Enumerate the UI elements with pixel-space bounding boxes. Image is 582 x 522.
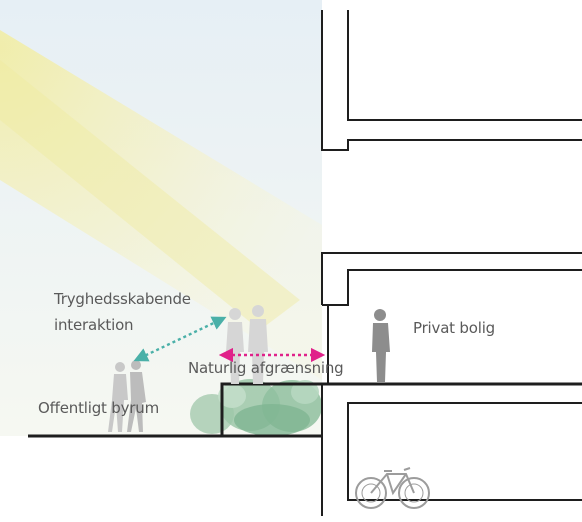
resident-figure-icon [372, 309, 390, 382]
private-home-label: Privat bolig [413, 319, 495, 337]
planter-box [220, 382, 322, 436]
hedge-icon [190, 379, 322, 436]
building-section [321, 10, 582, 516]
pedestrian-couple-icon [108, 360, 146, 432]
public-space-label: Offentligt byrum [38, 399, 159, 417]
light-beam [0, 30, 322, 380]
bicycle-icon [355, 467, 430, 509]
interaction-label-line1: Tryghedsskabende [54, 290, 191, 308]
interaction-label-line2: interaktion [54, 316, 134, 334]
light-beam-core [0, 60, 300, 330]
interaction-arrow [133, 316, 227, 362]
natural-boundary-label: Naturlig afgrænsning [188, 359, 344, 377]
